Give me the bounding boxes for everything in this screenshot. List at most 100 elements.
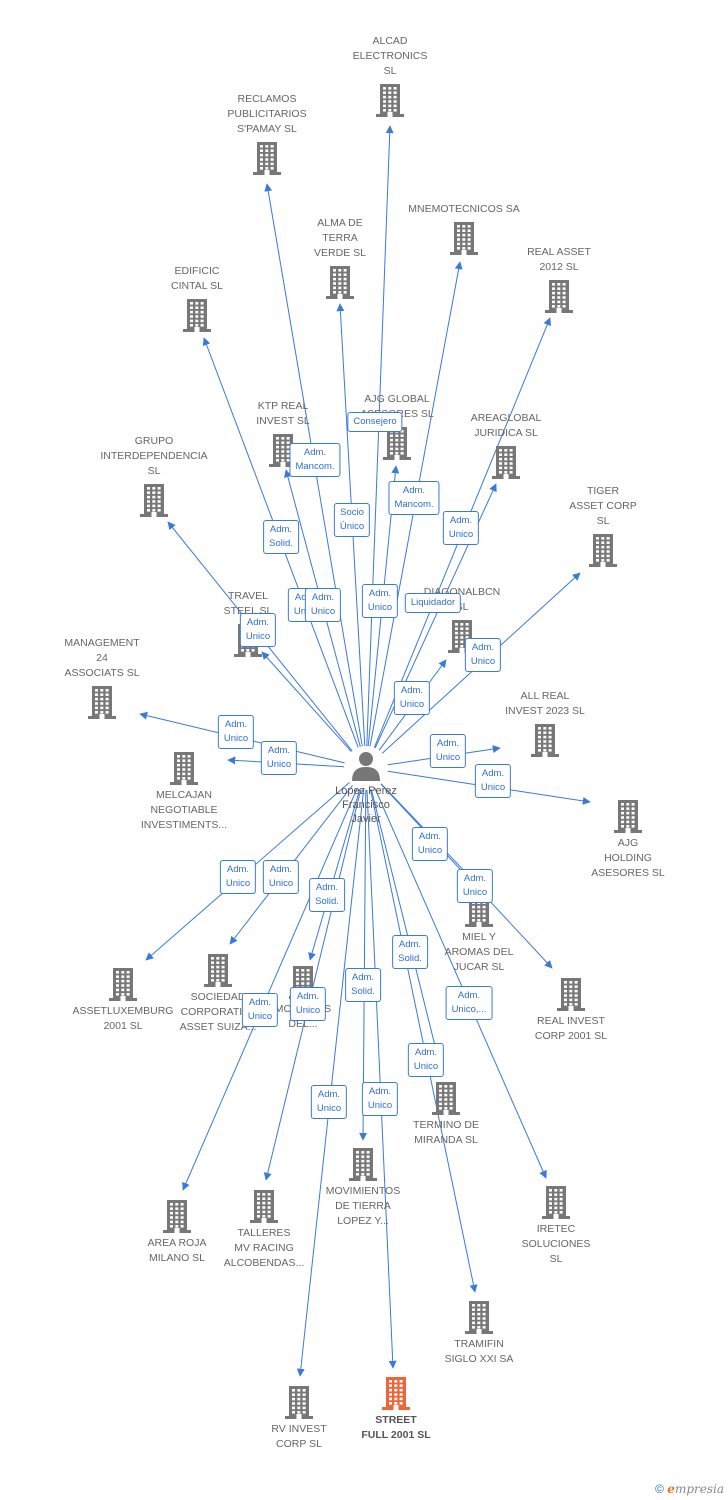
company-node-areaglobal[interactable]: AREAGLOBAL JURIDICA SL	[441, 411, 571, 479]
company-node-ktp[interactable]: KTP REAL INVEST SL	[218, 399, 348, 467]
tiger-building-icon	[589, 534, 617, 567]
street-building-icon	[382, 1377, 410, 1410]
company-node-talleres[interactable]: TALLERES MV RACING ALCOBENDAS...	[199, 1189, 329, 1271]
edge-label-street[interactable]: Adm. Unico	[361, 1082, 399, 1116]
management-building-icon	[88, 686, 116, 719]
company-name: MNEMOTECNICOS SA	[408, 203, 520, 215]
company-node-melcajan[interactable]: MELCAJAN NEGOTIABLE INVESTIMENTS...	[119, 751, 249, 833]
edge-label-sociedad[interactable]: Adm. Unico	[262, 860, 300, 894]
company-node-mnemotecnicos[interactable]: MNEMOTECNICOS SA	[399, 202, 529, 255]
company-node-miel[interactable]: MIEL Y AROMAS DEL JUCAR SL	[414, 893, 544, 975]
edge-label-ajgholding[interactable]: Adm. Unico	[474, 764, 512, 798]
realinvest-building-icon	[557, 978, 585, 1011]
edge-label-ktp[interactable]: Adm. Mancom.	[289, 443, 341, 477]
company-name: TRAMIFIN SIGLO XXI SA	[444, 1338, 514, 1365]
alcad-building-icon	[376, 84, 404, 117]
rvinvest-building-icon	[285, 1386, 313, 1419]
company-node-iretec[interactable]: IRETEC SOLUCIONES SL	[491, 1185, 621, 1267]
company-node-street[interactable]: STREET FULL 2001 SL	[331, 1376, 461, 1443]
edge-to-alcad	[366, 125, 394, 747]
edge-label-realasset2012[interactable]: Adm. Unico	[442, 511, 480, 545]
company-name: TALLERES MV RACING ALCOBENDAS...	[223, 1227, 305, 1269]
company-node-assetlux[interactable]: ASSETLUXEMBURG 2001 SL	[58, 967, 188, 1034]
realasset2012-building-icon	[545, 280, 573, 313]
mnemotecnicos-building-icon	[450, 222, 478, 255]
company-name: MANAGEMENT 24 ASSOCIATS SL	[64, 637, 140, 679]
edge-label-travel[interactable]: Adm. Unico	[304, 588, 342, 622]
company-node-movimientos[interactable]: MOVIMIENTOS DE TIERRA LOPEZ Y...	[298, 1147, 428, 1229]
melcajan-building-icon	[170, 752, 198, 785]
edge-label-areaglobal[interactable]: Liquidador	[404, 593, 462, 613]
edge-label-diagonal[interactable]: Adm. Unico	[393, 681, 431, 715]
edge-to-iretec	[374, 787, 547, 1179]
company-node-sociedad[interactable]: SOCIEDAD CORPORATIVA ASSET SUIZA...	[153, 953, 283, 1035]
person-node-lopez-perez[interactable]: Lopez Perez Francisco Javier	[306, 750, 426, 826]
edge-to-rvinvest	[296, 789, 365, 1377]
edge-label-allreal[interactable]: Adm. Unico	[429, 734, 467, 768]
company-name: AREAGLOBAL JURIDICA SL	[470, 412, 542, 439]
edge-label-rvinvest[interactable]: Adm. Unico	[310, 1085, 348, 1119]
empresia-logo: empresia	[667, 1482, 724, 1496]
company-node-tramifin[interactable]: TRAMIFIN SIGLO XXI SA	[414, 1300, 544, 1367]
iretec-building-icon	[542, 1186, 570, 1219]
edge-label-alcad[interactable]: Consejero	[347, 412, 403, 432]
company-node-termino[interactable]: TERMINO DE MIRANDA SL	[381, 1081, 511, 1148]
company-node-reclamos[interactable]: RECLAMOS PUBLICITARIOS S'PAMAY SL	[202, 92, 332, 175]
edge-label-movimientos[interactable]: Adm. Solid.	[345, 968, 381, 1002]
edge-to-street	[366, 789, 397, 1369]
edge-label-tiger[interactable]: Adm. Unico	[464, 638, 502, 672]
person-name: Lopez Perez Francisco Javier	[335, 785, 397, 825]
edge-to-arearoja	[182, 788, 358, 1191]
company-name: ASSETLUXEMBURG 2001 SL	[72, 1005, 174, 1032]
company-node-arearoja[interactable]: AREA ROJA MILANO SL	[112, 1199, 242, 1266]
company-node-ajgholding[interactable]: AJG HOLDING ASESORES SL	[563, 799, 693, 881]
talleres-building-icon	[250, 1190, 278, 1223]
company-node-allreal[interactable]: ALL REAL INVEST 2023 SL	[480, 689, 610, 757]
person-icon	[352, 752, 380, 781]
company-node-alcad[interactable]: ALCAD ELECTRONICS SL	[325, 34, 455, 117]
company-node-tiger[interactable]: TIGER ASSET CORP SL	[538, 484, 668, 567]
ajgholding-building-icon	[614, 800, 642, 833]
company-node-edificic[interactable]: EDIFICIC CINTAL SL	[132, 264, 262, 332]
company-node-realinvest[interactable]: REAL INVEST CORP 2001 SL	[506, 977, 636, 1044]
edge-label-realinvest[interactable]: Adm. Unico	[456, 869, 494, 903]
company-node-management[interactable]: MANAGEMENT 24 ASSOCIATS SL	[37, 636, 167, 719]
allreal-building-icon	[531, 724, 559, 757]
company-name: ALMA DE TERRA VERDE SL	[314, 217, 366, 259]
edge-label-montajes[interactable]: Adm. Solid.	[309, 878, 345, 912]
company-name: STREET FULL 2001 SL	[361, 1414, 431, 1441]
company-name: ALL REAL INVEST 2023 SL	[505, 690, 585, 717]
company-node-realasset2012[interactable]: REAL ASSET 2012 SL	[494, 245, 624, 313]
company-node-rvinvest[interactable]: RV INVEST CORP SL	[234, 1385, 364, 1452]
company-name: REAL INVEST CORP 2001 SL	[534, 1015, 608, 1042]
movimientos-building-icon	[349, 1148, 377, 1181]
company-name: MIEL Y AROMAS DEL JUCAR SL	[444, 931, 514, 973]
edge-to-movimientos	[359, 789, 368, 1141]
edge-label-edificic[interactable]: Adm. Solid.	[263, 520, 299, 554]
company-name: AJG HOLDING ASESORES SL	[591, 837, 665, 879]
edge-label-assetlux[interactable]: Adm. Unico	[219, 860, 257, 894]
edge-label-miel[interactable]: Adm. Unico	[411, 827, 449, 861]
company-name: AREA ROJA MILANO SL	[147, 1237, 207, 1264]
company-name: GRUPO INTERDEPENDENCIA SL	[100, 435, 208, 477]
alma-building-icon	[326, 266, 354, 299]
edge-label-termino[interactable]: Adm. Solid.	[392, 935, 428, 969]
company-name: EDIFICIC CINTAL SL	[171, 265, 223, 292]
termino-building-icon	[432, 1082, 460, 1115]
edge-label-melcajan[interactable]: Adm. Unico	[260, 741, 298, 775]
edge-label-grupo[interactable]: Adm. Unico	[239, 613, 277, 647]
edge-label-tramifin[interactable]: Adm. Unico	[407, 1043, 445, 1077]
ajgglobal-building-icon	[383, 427, 411, 460]
edge-label-talleres[interactable]: Adm. Unico	[289, 987, 327, 1021]
company-node-grupo[interactable]: GRUPO INTERDEPENDENCIA SL	[89, 434, 219, 517]
edge-label-alma[interactable]: Socio Único	[333, 503, 371, 537]
footer-brand[interactable]: © empresia	[655, 1482, 724, 1496]
edge-label-mnemotecnicos[interactable]: Adm. Mancom.	[388, 481, 440, 515]
edge-label-ajgglobal[interactable]: Adm. Unico	[361, 584, 399, 618]
edge-label-management[interactable]: Adm. Unico	[217, 715, 255, 749]
edge-label-arearoja[interactable]: Adm. Unico	[241, 993, 279, 1027]
edge-label-iretec[interactable]: Adm. Unico,...	[445, 986, 493, 1020]
company-node-alma[interactable]: ALMA DE TERRA VERDE SL	[275, 216, 405, 299]
edificic-building-icon	[183, 299, 211, 332]
edge-to-termino	[370, 789, 445, 1075]
